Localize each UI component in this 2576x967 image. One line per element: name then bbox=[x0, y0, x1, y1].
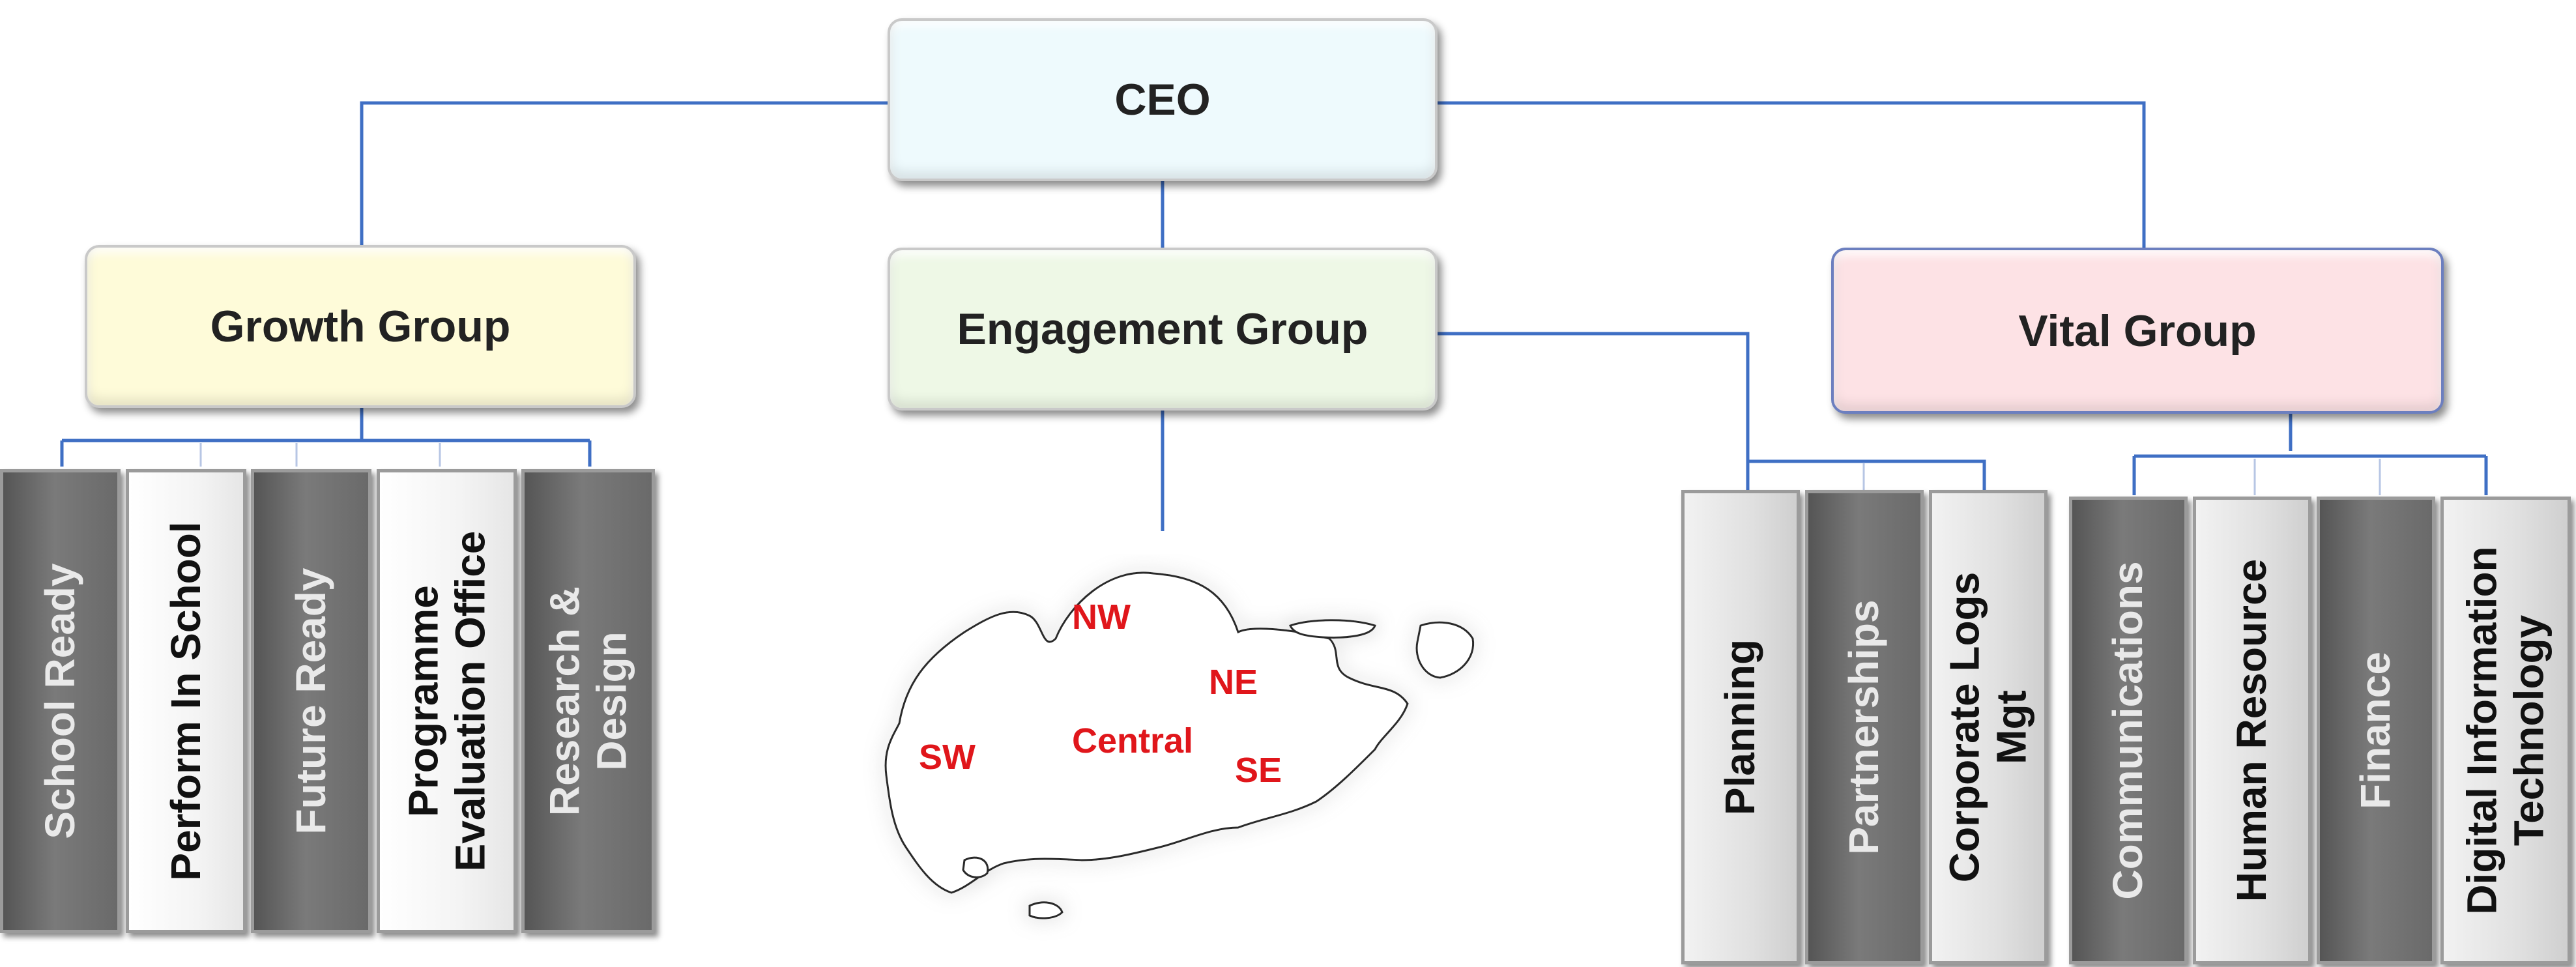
east-island-shape bbox=[1415, 621, 1475, 679]
vital-unit-digital-information-technology: Digital Information Technology bbox=[2440, 497, 2571, 964]
region-central-label: Central bbox=[1072, 721, 1193, 760]
unit-label: Perform In School bbox=[162, 521, 209, 881]
unit-label: Corporate Logs Mgt bbox=[1941, 571, 2034, 883]
singapore-map: NW NE SW Central SE bbox=[884, 571, 1475, 919]
southwest-island-shape bbox=[962, 856, 989, 878]
engagement-group-label: Engagement Group bbox=[957, 304, 1368, 354]
unit-label: Future Ready bbox=[287, 568, 334, 835]
ubin-island-shape bbox=[1288, 619, 1376, 639]
growth-unit-perform-in-school: Perform In School bbox=[126, 469, 246, 933]
unit-label: Finance bbox=[2352, 652, 2399, 809]
vital-group-box: Vital Group bbox=[1831, 248, 2444, 414]
growth-unit-school-ready: School Ready bbox=[0, 469, 121, 933]
unit-label: Digital Information Technology bbox=[2458, 546, 2552, 915]
ceo-label: CEO bbox=[1114, 75, 1211, 124]
growth-unit-research-design: Research & Design bbox=[521, 469, 655, 933]
unit-label: Planning bbox=[1716, 639, 1764, 816]
main-island-shape bbox=[884, 571, 1409, 894]
growth-unit-programme-evaluation-office: Programme Evaluation Office bbox=[377, 469, 517, 933]
region-sw-label: SW bbox=[919, 738, 976, 777]
growth-group-label: Growth Group bbox=[210, 302, 511, 351]
growth-group-box: Growth Group bbox=[85, 245, 636, 408]
vital-unit-communications: Communications bbox=[2069, 497, 2188, 964]
region-se-label: SE bbox=[1235, 751, 1282, 790]
unit-label: Programme Evaluation Office bbox=[399, 530, 493, 872]
growth-unit-future-ready: Future Ready bbox=[251, 469, 371, 933]
vital-unit-finance: Finance bbox=[2317, 497, 2435, 964]
unit-label: School Ready bbox=[36, 563, 83, 839]
region-ne-label: NE bbox=[1209, 663, 1258, 702]
engagement-unit-planning: Planning bbox=[1681, 490, 1800, 964]
vital-unit-human-resource: Human Resource bbox=[2193, 497, 2311, 964]
engagement-unit-corporate-logs-mgt: Corporate Logs Mgt bbox=[1929, 490, 2048, 964]
engagement-group-box: Engagement Group bbox=[888, 248, 1438, 411]
unit-label: Communications bbox=[2104, 561, 2152, 900]
engagement-unit-partnerships: Partnerships bbox=[1805, 490, 1924, 964]
unit-label: Research & Design bbox=[540, 586, 635, 816]
unit-label: Partnerships bbox=[1840, 599, 1888, 855]
vital-group-label: Vital Group bbox=[2018, 306, 2257, 356]
south-island-shape bbox=[1028, 901, 1064, 919]
region-nw-label: NW bbox=[1072, 598, 1131, 637]
ceo-box: CEO bbox=[888, 18, 1438, 181]
unit-label: Human Resource bbox=[2228, 558, 2276, 902]
